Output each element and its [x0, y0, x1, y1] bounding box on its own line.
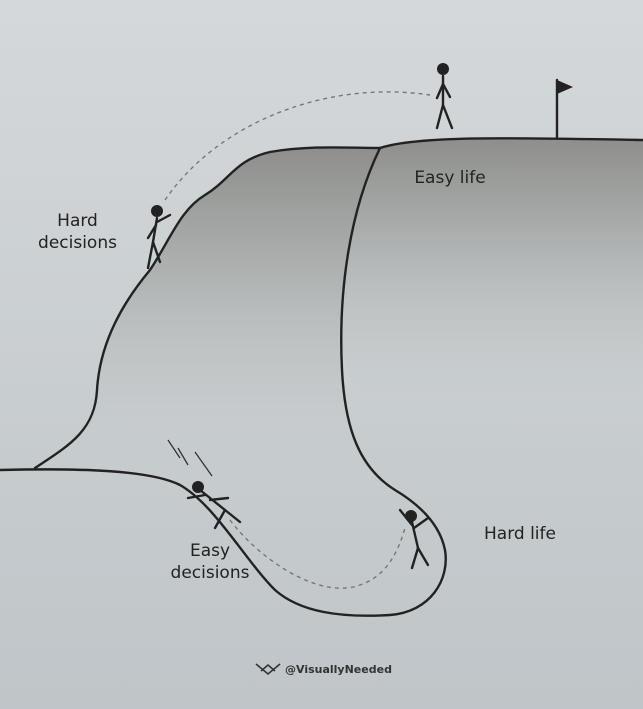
label-hard-decisions: Hard decisions [38, 211, 117, 253]
left-mountain-shade [35, 147, 380, 478]
right-cliff-shade [341, 138, 643, 420]
terrain-outline [0, 137, 643, 617]
left-mountain-outline [33, 146, 382, 470]
leap-arc [164, 91, 431, 201]
climbing-figure [146, 213, 172, 270]
watermark-text: @VisuallyNeeded [285, 662, 392, 676]
flag-icon [557, 80, 573, 94]
label-easy-life: Easy life [414, 168, 486, 188]
fall-arc [229, 519, 406, 589]
label-hard-life: Hard life [484, 524, 556, 544]
sliding-figure [186, 488, 242, 530]
watermark: @VisuallyNeeded [255, 662, 392, 676]
label-easy-decisions: Easy decisions [170, 541, 250, 583]
logo-icon [255, 663, 281, 676]
standing-figure [435, 74, 454, 130]
